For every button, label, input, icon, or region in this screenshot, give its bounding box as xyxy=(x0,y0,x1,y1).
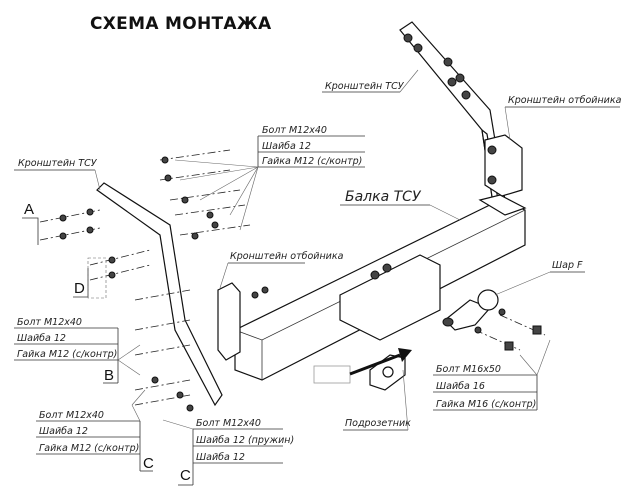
callout-ball-f: Шар F xyxy=(494,260,585,296)
ball-group-line-1: Болт М16х50 xyxy=(436,364,501,375)
label-bracket-tsu-top: Кронштейн ТСУ xyxy=(325,81,405,92)
top-group-line-1: Болт М12х40 xyxy=(262,125,327,136)
top-group-line-2: Шайба 12 xyxy=(262,141,311,152)
callout-ball-group: Болт М16х50 Шайба 16 Гайка М16 (с/контр) xyxy=(433,339,551,411)
letter-c-left: C xyxy=(143,455,154,472)
letter-a: A xyxy=(24,201,34,218)
label-bracket-bumper-top: Кронштейн отбойника xyxy=(508,95,621,106)
left-fasteners xyxy=(39,208,269,412)
callout-group-c-left: Болт М12х40 Шайба 12 Гайка М12 (с/контр)… xyxy=(36,389,154,472)
letter-c-right: C xyxy=(180,467,191,484)
diagram-title: СХЕМА МОНТАЖА xyxy=(90,14,272,34)
group-c-left-line-2: Шайба 12 xyxy=(39,426,88,437)
group-c-right-line-2: Шайба 12 (пружин) xyxy=(196,435,294,446)
callout-bracket-bumper-mid: Кронштейн отбойника xyxy=(219,251,344,289)
group-c-right-line-1: Болт М12х40 xyxy=(196,418,261,429)
bracket-bumper-right xyxy=(484,134,523,197)
upper-fasteners xyxy=(159,149,251,240)
callout-group-b: Болт М12х40 Шайба 12 Гайка М12 (с/контр)… xyxy=(14,317,141,384)
beam-center-mount xyxy=(339,254,441,341)
ball-group-line-3: Гайка М16 (с/контр) xyxy=(436,399,536,410)
group-b-line-1: Болт М12х40 xyxy=(17,317,82,328)
group-c-left-line-1: Болт М12х40 xyxy=(39,410,104,421)
callout-bracket-tsu-top: Кронштейн ТСУ xyxy=(322,69,419,93)
bracket-tsu-left xyxy=(96,182,223,407)
callout-group-c-right: Болт М12х40 Шайба 12 (пружин) Шайба 12 C xyxy=(162,418,294,486)
top-group-line-3: Гайка М12 (с/контр) xyxy=(262,156,362,167)
letter-d: D xyxy=(74,280,85,297)
ball-hitch xyxy=(442,289,546,351)
view-marker-d: D xyxy=(73,257,107,299)
right-bracket-nuts xyxy=(403,33,471,100)
label-bracket-bumper-mid: Кронштейн отбойника xyxy=(230,251,344,262)
group-b-line-3: Гайка М12 (с/контр) xyxy=(17,349,117,360)
callout-bracket-tsu-left: Кронштейн ТСУ xyxy=(14,158,101,191)
group-b-line-2: Шайба 12 xyxy=(17,333,66,344)
callout-socket-plate: Подрозетник xyxy=(343,369,411,431)
group-c-right-line-3: Шайба 12 xyxy=(196,452,245,463)
label-socket-plate: Подрозетник xyxy=(345,418,411,429)
callout-beam-tsu: Балка ТСУ xyxy=(340,189,461,221)
ball-group-line-2: Шайба 16 xyxy=(436,381,485,392)
label-bracket-tsu-left: Кронштейн ТСУ xyxy=(18,158,98,169)
view-marker-a: A xyxy=(22,201,39,245)
callout-bracket-bumper-top: Кронштейн отбойника xyxy=(504,95,621,141)
group-c-left-line-3: Гайка М12 (с/контр) xyxy=(39,443,139,454)
label-beam-tsu: Балка ТСУ xyxy=(345,189,422,205)
callout-top-group: Болт М12х40 Шайба 12 Гайка М12 (с/контр) xyxy=(174,125,365,231)
letter-b: B xyxy=(104,367,114,384)
label-ball-f: Шар F xyxy=(552,260,583,271)
bracket-bumper-mid xyxy=(217,282,241,361)
socket-plate xyxy=(313,348,412,391)
